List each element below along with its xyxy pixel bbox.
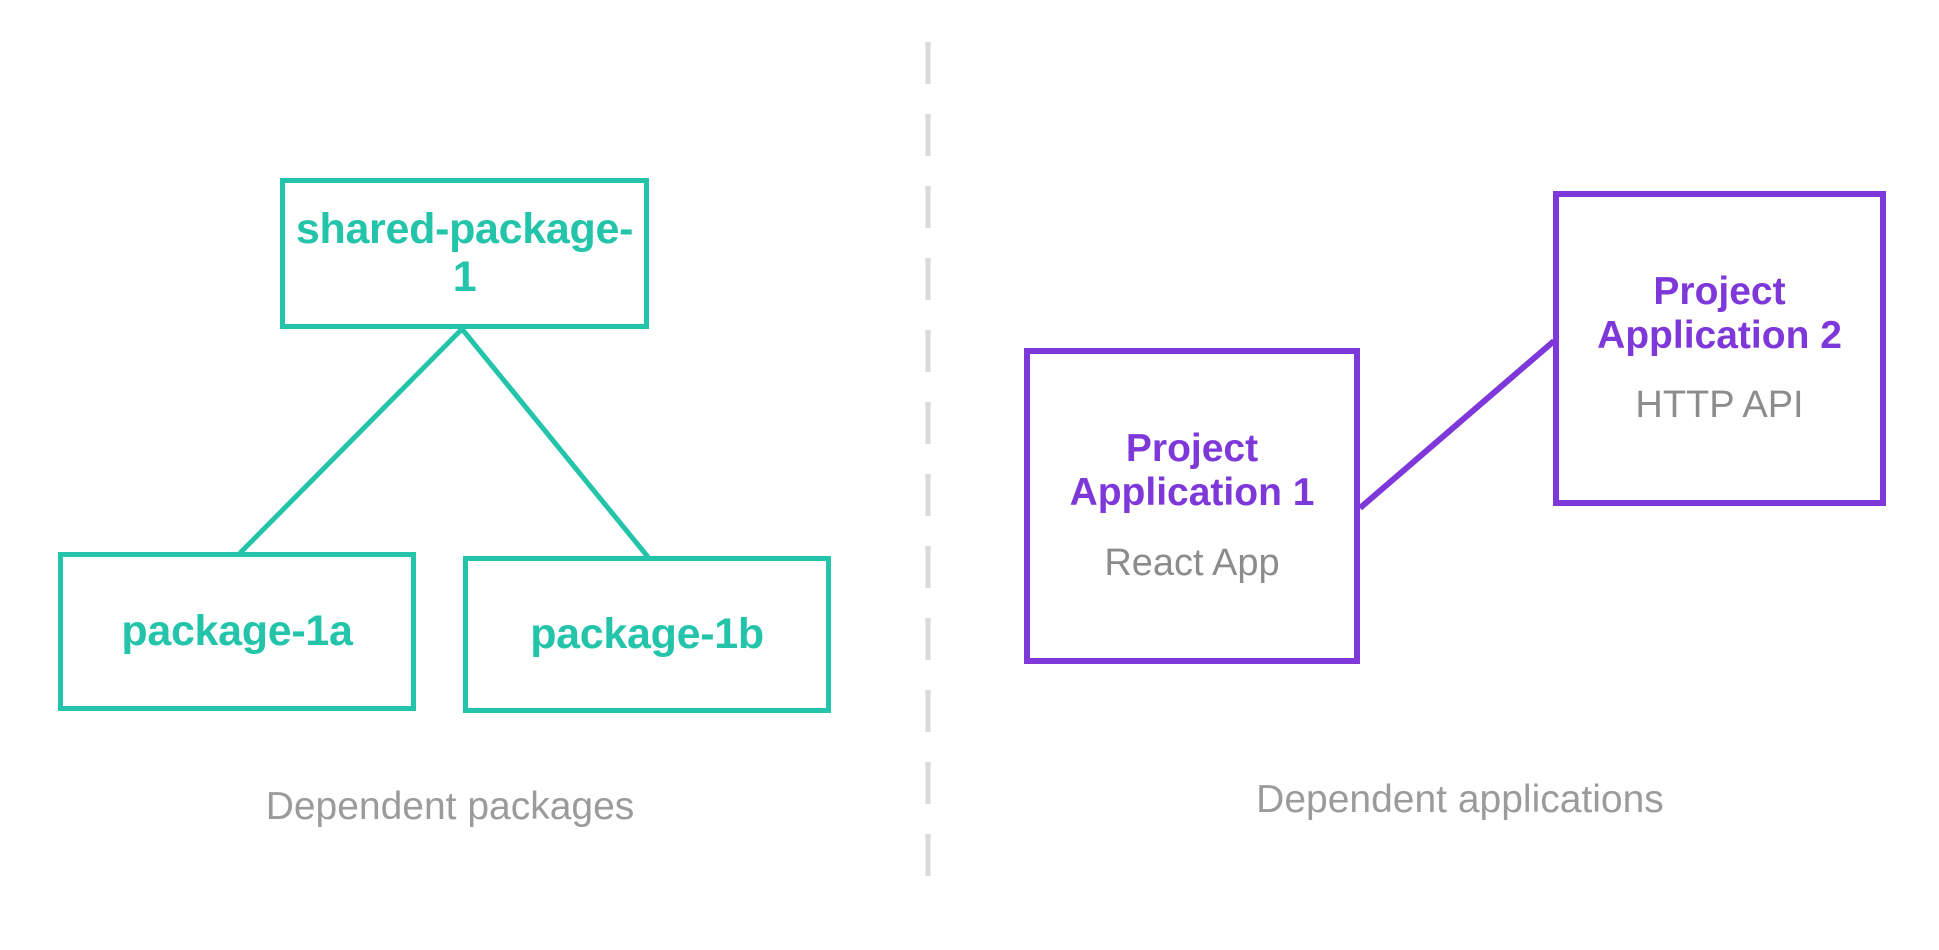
node-package-1b[interactable]: package-1b: [463, 556, 831, 713]
node-project-application-1-subtitle: React App: [1104, 541, 1280, 584]
edge-app1-to-app2: [1358, 338, 1556, 511]
node-project-application-1-title-line-1: Project: [1125, 427, 1259, 471]
edge-shared-to-package-1a: [238, 327, 464, 555]
node-project-application-2-subtitle: HTTP API: [1635, 384, 1804, 427]
caption-dependent-applications: Dependent applications: [1256, 778, 1664, 821]
node-shared-package-1[interactable]: shared-package-1: [280, 178, 649, 329]
node-shared-package-1-label: shared-package-1: [295, 205, 634, 301]
node-project-application-1-title-line-2: Application 1: [1069, 471, 1315, 515]
node-package-1a[interactable]: package-1a: [58, 552, 416, 711]
node-project-application-2[interactable]: Project Application 2 HTTP API: [1553, 191, 1886, 506]
node-package-1a-label: package-1a: [121, 606, 353, 655]
caption-dependent-packages: Dependent packages: [265, 785, 635, 828]
node-project-application-2-title-line-1: Project: [1653, 269, 1786, 313]
node-project-application-2-title-line-2: Application 2: [1597, 313, 1842, 357]
node-package-1b-label: package-1b: [530, 609, 764, 658]
node-project-application-1[interactable]: Project Application 1 React App: [1024, 348, 1360, 664]
edge-shared-to-package-1b: [460, 327, 650, 559]
